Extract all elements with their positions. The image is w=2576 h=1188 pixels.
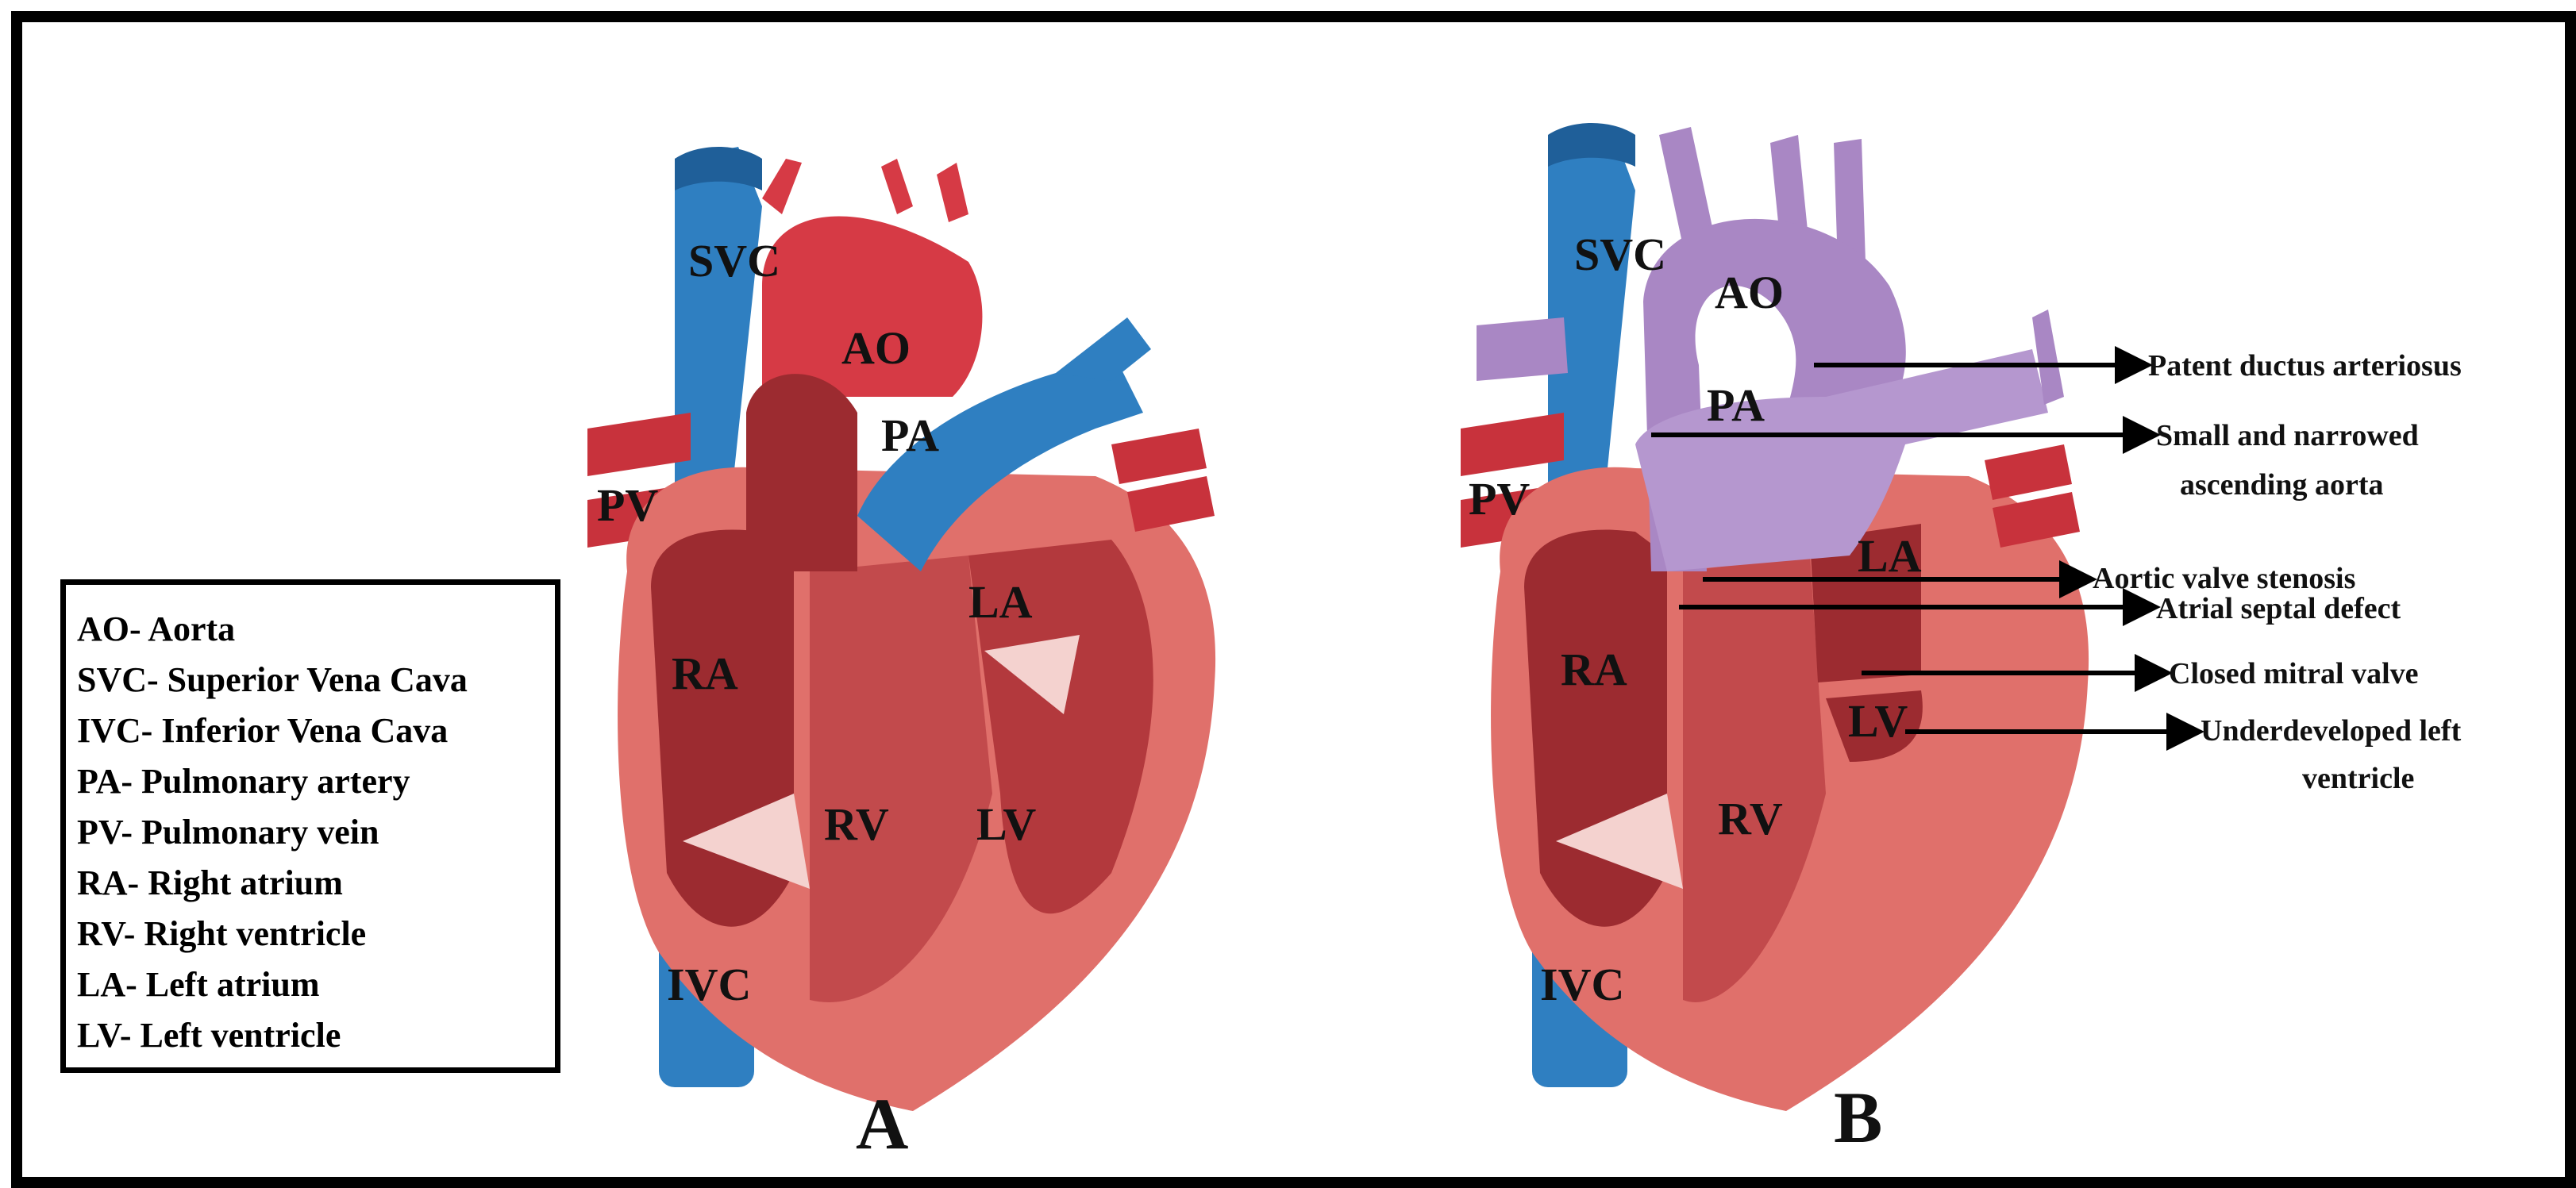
annotation-asd: Atrial septal defect (2156, 592, 2401, 625)
label-lv-a: LV (976, 798, 1037, 850)
svc-vessel-a (675, 147, 762, 508)
right-ventricle-a (810, 556, 992, 1002)
label-pv-a: PV (597, 479, 659, 531)
legend-box: AO- Aorta SVC- Superior Vena Cava IVC- I… (60, 579, 560, 1073)
label-ao-a: AO (841, 322, 911, 374)
label-lv-b: LV (1848, 695, 1908, 747)
label-ra-a: RA (672, 648, 738, 699)
annotation-mitral: Closed mitral valve (2169, 657, 2419, 690)
label-rv-b: RV (1718, 793, 1783, 844)
pulmonary-artery-a (857, 349, 1143, 571)
annotation-lv-line1: Underdeveloped left (2201, 714, 2462, 748)
legend-item-svc: SVC- Superior Vena Cava (77, 660, 468, 699)
label-pa-a: PA (881, 409, 940, 461)
annotation-aorta-line1: Small and narrowed (2156, 419, 2419, 452)
annotation-pda: Patent ductus arteriosus (2148, 349, 2462, 383)
panel-letter-a: A (856, 1083, 909, 1164)
aorta-a (762, 216, 983, 397)
label-pa-b: PA (1707, 379, 1765, 431)
legend-item-pa: PA- Pulmonary artery (77, 762, 410, 801)
label-rv-a: RV (824, 798, 889, 850)
heart-b (1461, 123, 2089, 1111)
legend-item-la: LA- Left atrium (77, 965, 320, 1004)
label-ao-b: AO (1715, 267, 1784, 318)
label-la-a: LA (968, 576, 1033, 628)
left-atrium-b (1810, 524, 1921, 682)
annotation-aorta-line2: ascending aorta (2180, 468, 2384, 502)
label-la-b: LA (1858, 530, 1922, 582)
annotation-arrows (1651, 346, 2204, 751)
annotation-aortic-stenosis: Aortic valve stenosis (2093, 562, 2356, 595)
label-pv-b: PV (1469, 473, 1531, 525)
svc-vessel-b (1548, 127, 1635, 508)
label-svc-a: SVC (688, 235, 781, 286)
legend-item-pv: PV- Pulmonary vein (77, 813, 379, 852)
heart-a (587, 147, 1216, 1111)
legend-item-ivc: IVC- Inferior Vena Cava (77, 711, 449, 750)
left-ventricle-a (968, 540, 1153, 914)
pulmonary-artery-b (1635, 349, 2048, 571)
aorta-b (1643, 218, 1906, 571)
legend-item-ra: RA- Right atrium (77, 863, 343, 902)
label-ivc-a: IVC (667, 959, 752, 1010)
label-svc-b: SVC (1574, 229, 1667, 280)
annotation-lv-line2: ventricle (2302, 762, 2415, 795)
right-ventricle-b (1683, 556, 1826, 1002)
legend-item-lv: LV- Left ventricle (77, 1016, 341, 1055)
panel-letter-b: B (1834, 1077, 1883, 1158)
label-ra-b: RA (1561, 644, 1627, 695)
legend-item-rv: RV- Right ventricle (77, 914, 367, 953)
left-ventricle-b (1826, 690, 1923, 762)
label-ivc-b: IVC (1540, 959, 1625, 1010)
legend-item-ao: AO- Aorta (77, 609, 236, 648)
